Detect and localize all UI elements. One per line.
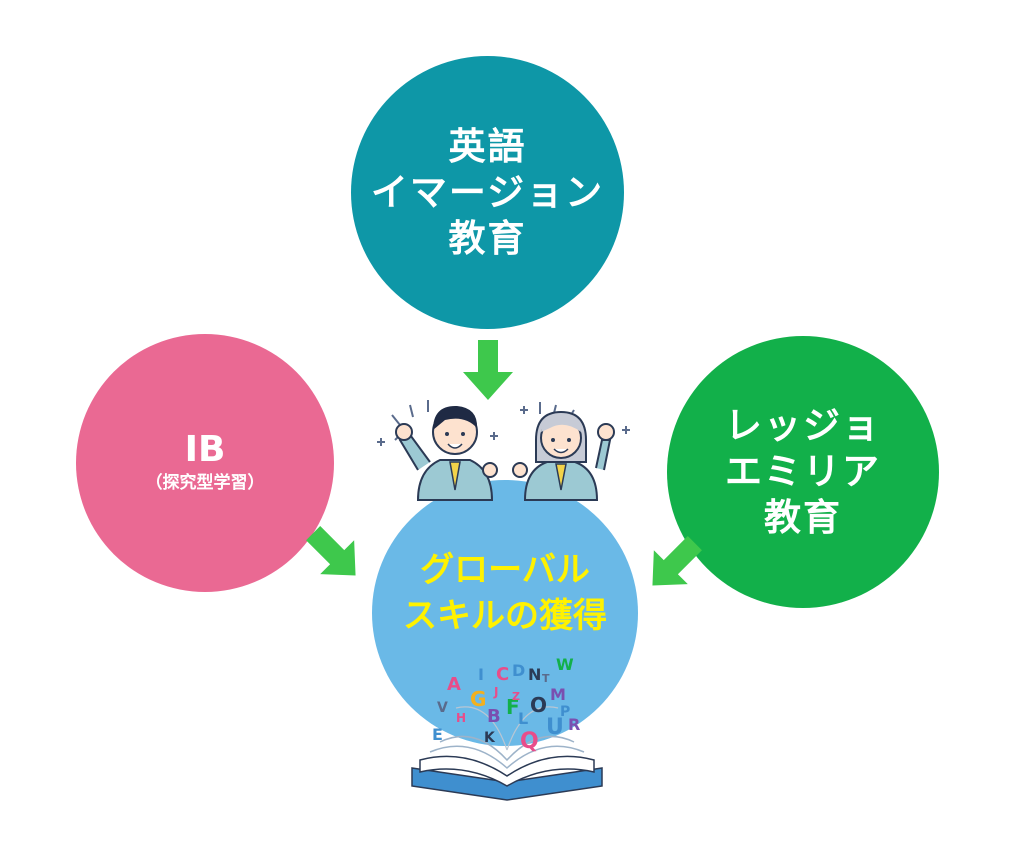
reggio-emilia-circle: レッジョ エミリア 教育 xyxy=(667,336,939,608)
arrow-down-icon xyxy=(463,340,513,400)
letter: W xyxy=(556,655,574,674)
letter: E xyxy=(432,725,443,744)
english-immersion-line-3: 教育 xyxy=(448,216,527,260)
arrow-down-left-icon xyxy=(652,536,702,586)
ib-subtitle: （探究型学習） xyxy=(145,473,265,493)
letter: M xyxy=(550,685,566,704)
english-immersion-line-2: イマージョン xyxy=(370,170,605,214)
reggio-emilia-line-1: レッジョ xyxy=(725,404,881,447)
letter: J xyxy=(493,685,498,699)
letter: V xyxy=(437,700,448,716)
english-immersion-line-1: 英語 xyxy=(448,124,527,168)
global-skills-line-1: グローバル xyxy=(420,550,590,590)
english-immersion-circle: 英語 イマージョン 教育 xyxy=(351,56,624,329)
letter: F xyxy=(506,695,520,719)
global-skills-circle: グローバル スキルの獲得 xyxy=(372,480,638,746)
letter: P xyxy=(560,704,570,720)
flying-letters: A V E H G B K I C J F L D N Z Q O U T M … xyxy=(432,655,580,754)
open-book-icon xyxy=(411,706,603,801)
reggio-emilia-line-3: 教育 xyxy=(764,496,842,539)
letter: G xyxy=(470,687,486,711)
letter: L xyxy=(518,709,528,728)
student-boy-icon xyxy=(395,405,498,501)
letter: T xyxy=(542,672,550,685)
ib-circle: IB （探究型学習） xyxy=(76,334,334,592)
ib-title: IB xyxy=(184,429,226,470)
letter: B xyxy=(487,706,501,727)
letter: C xyxy=(496,664,509,685)
letter: R xyxy=(568,715,580,734)
letter: K xyxy=(484,730,496,746)
letter: H xyxy=(456,711,466,725)
global-skills-line-2: スキルの獲得 xyxy=(403,596,607,636)
student-girl-icon xyxy=(512,410,615,501)
letter: Q xyxy=(520,729,539,754)
letter: A xyxy=(447,674,461,695)
reggio-emilia-line-2: エミリア xyxy=(725,450,881,493)
letter: I xyxy=(478,665,484,684)
letter: U xyxy=(546,715,564,740)
letter: Z xyxy=(512,690,520,703)
sparkle-icon xyxy=(377,400,630,446)
letter: N xyxy=(528,665,541,684)
letter: D xyxy=(512,661,525,680)
arrow-down-right-icon xyxy=(306,526,356,576)
letter: O xyxy=(530,693,547,717)
